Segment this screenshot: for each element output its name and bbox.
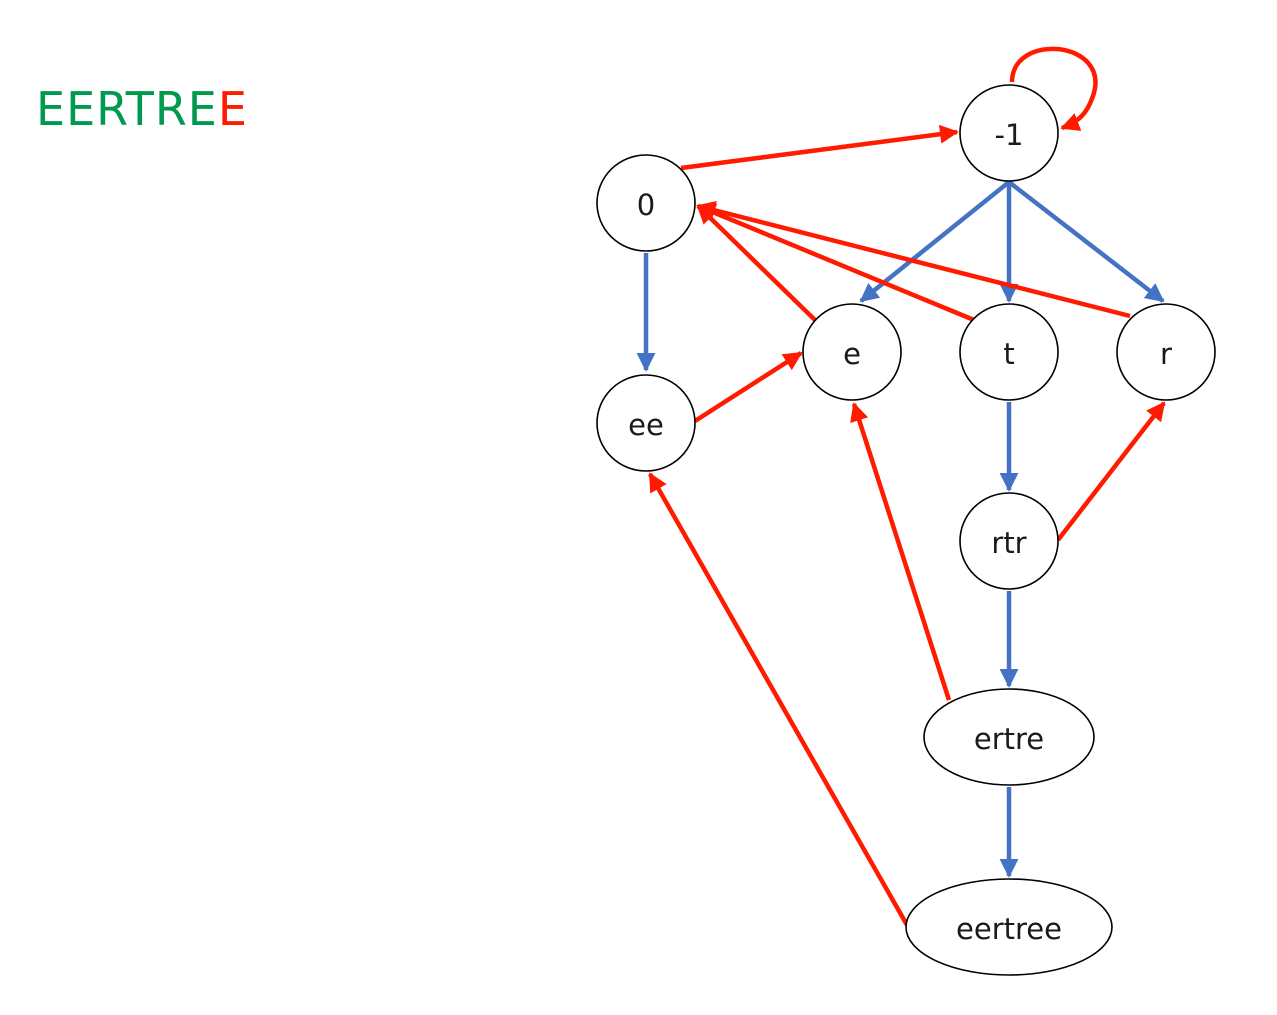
node-label-m1: -1 <box>995 118 1024 152</box>
node-shape-m1 <box>959 84 1059 182</box>
node-label-t: t <box>1003 337 1014 371</box>
suffix-self-loop-m1-m1 <box>1009 46 1098 131</box>
node-t: t <box>959 303 1059 401</box>
node-label-z: 0 <box>637 188 655 222</box>
suffix-edge-z-m1 <box>680 124 959 171</box>
suffix-edge-t-z <box>696 203 975 323</box>
node-rtr: rtr <box>959 492 1059 590</box>
node-e: e <box>802 303 902 401</box>
title-prefix: EERTRE <box>36 82 218 136</box>
title-suffix: E <box>217 82 248 136</box>
nodes-layer: -1 0 e t r ee rtr ertre eertree <box>596 84 1216 976</box>
node-ertre: ertre <box>923 688 1095 786</box>
node-shape-ertre <box>923 688 1095 786</box>
node-label-e: e <box>843 337 861 371</box>
diagram-title: EERTREE <box>36 82 248 136</box>
node-shape-z <box>596 154 696 252</box>
node-label-ee: ee <box>628 408 664 442</box>
node-eertree: eertree <box>905 878 1113 976</box>
suffix-edge-ee-e <box>693 351 803 423</box>
suffix-edge-eertree-ee <box>648 472 909 927</box>
child-edge-m1-r <box>1007 180 1165 303</box>
node-m1: -1 <box>959 84 1059 182</box>
suffix-edge-r-z <box>696 201 1131 319</box>
suffix-edge-e-z <box>696 204 817 322</box>
edges-layer <box>636 46 1166 927</box>
node-z: 0 <box>596 154 696 252</box>
suffix-edge-ertre-e <box>850 402 952 701</box>
node-label-eertree: eertree <box>956 912 1062 946</box>
node-shape-ee <box>596 374 696 472</box>
node-label-r: r <box>1160 337 1172 371</box>
node-shape-rtr <box>959 492 1059 590</box>
node-shape-e <box>802 303 902 401</box>
suffix-edge-rtr-r <box>1056 401 1166 542</box>
node-ee: ee <box>596 374 696 472</box>
node-shape-eertree <box>905 878 1113 976</box>
node-shape-r <box>1116 303 1216 401</box>
node-label-rtr: rtr <box>991 526 1026 560</box>
node-shape-t <box>959 303 1059 401</box>
node-r: r <box>1116 303 1216 401</box>
node-label-ertre: ertre <box>974 722 1044 756</box>
